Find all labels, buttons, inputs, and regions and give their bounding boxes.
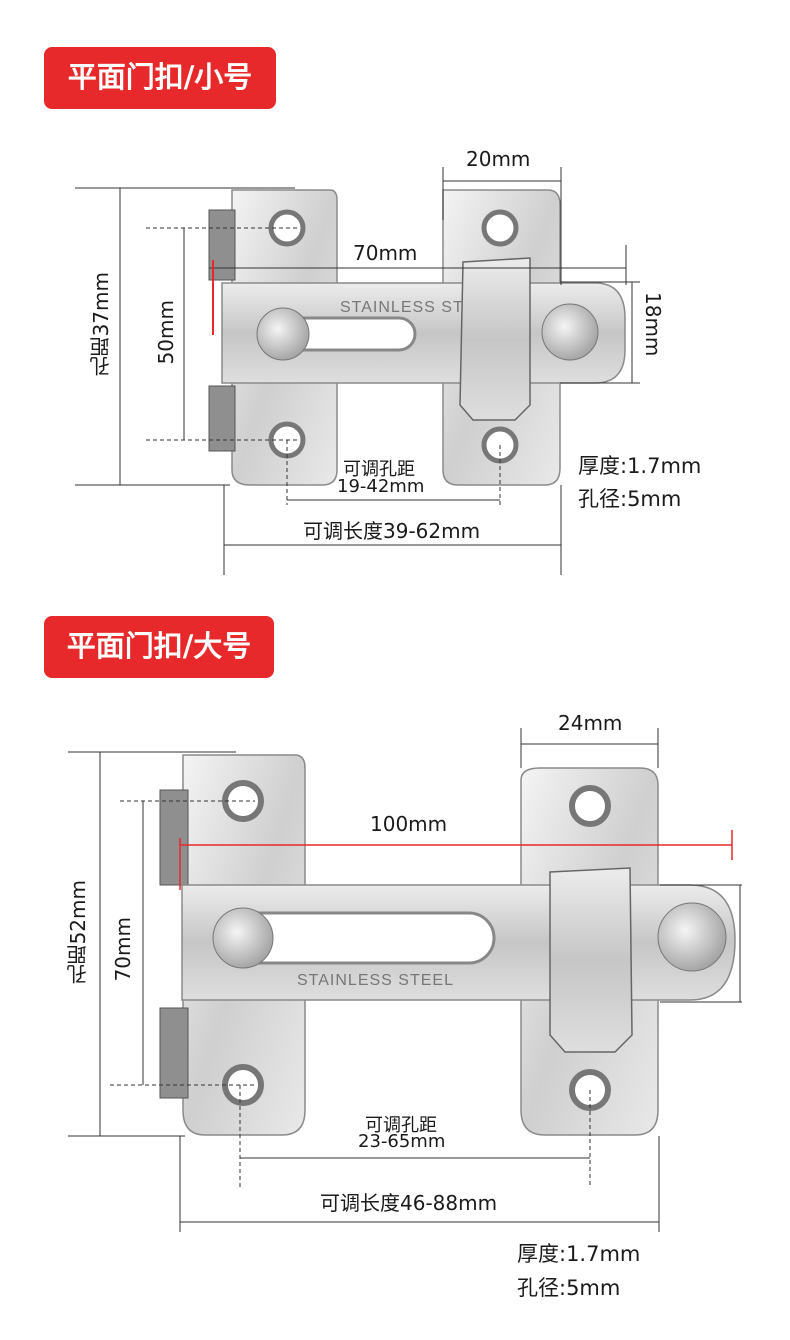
large-left-tab-top [159, 789, 189, 886]
small-latch-diagram: STAINLESS ST [75, 167, 640, 575]
large-latch-diagram: STAINLESS STEEL [68, 728, 742, 1232]
large-left-tab-bottom [159, 1007, 189, 1099]
small-bar-knob-left [256, 307, 310, 361]
large-thickness-spec: 厚度:1.7mm [517, 1242, 641, 1266]
large-adjust-hole-label: 可调孔距 [365, 1115, 437, 1136]
small-hole-diameter-spec: 孔径:5mm [578, 487, 682, 511]
large-hook [549, 867, 633, 1053]
small-size-badge: 平面门扣/小号 [44, 47, 276, 109]
small-right-hole-top [481, 209, 519, 247]
small-length-label: 70mm [353, 241, 418, 265]
small-bar-knob-right [541, 303, 599, 361]
large-size-badge: 平面门扣/大号 [44, 616, 274, 678]
large-stamp-text: STAINLESS STEEL [297, 972, 454, 989]
large-bar-knob-right [657, 902, 727, 972]
small-hook [459, 257, 531, 421]
small-adjust-length-label: 可调长度39-62mm [303, 519, 481, 543]
small-hole-distance-label: 孔距37mm [89, 272, 113, 377]
large-adjust-hole-range: 23-65mm [358, 1131, 446, 1152]
small-adjust-hole-range: 19-42mm [337, 476, 425, 497]
small-left-tab-bottom [208, 385, 236, 452]
large-hole-diameter-spec: 孔径:5mm [517, 1276, 621, 1300]
small-thickness-spec: 厚度:1.7mm [578, 454, 702, 478]
small-bar-height-label: 18mm [641, 292, 665, 357]
large-length-label: 100mm [370, 812, 448, 836]
small-adjust-hole-label: 可调孔距 [343, 459, 415, 480]
small-stamp-text: STAINLESS ST [340, 299, 464, 316]
large-right-hole-top [569, 785, 611, 827]
large-hole-distance-label: 孔距52mm [66, 880, 90, 985]
small-height-label: 50mm [154, 300, 178, 365]
large-height-label: 70mm [111, 917, 135, 982]
small-top-width-label: 20mm [466, 147, 531, 171]
large-bar-knob-left [212, 907, 274, 969]
large-adjust-length-label: 可调长度46-88mm [320, 1191, 498, 1215]
large-top-width-label: 24mm [558, 711, 623, 735]
